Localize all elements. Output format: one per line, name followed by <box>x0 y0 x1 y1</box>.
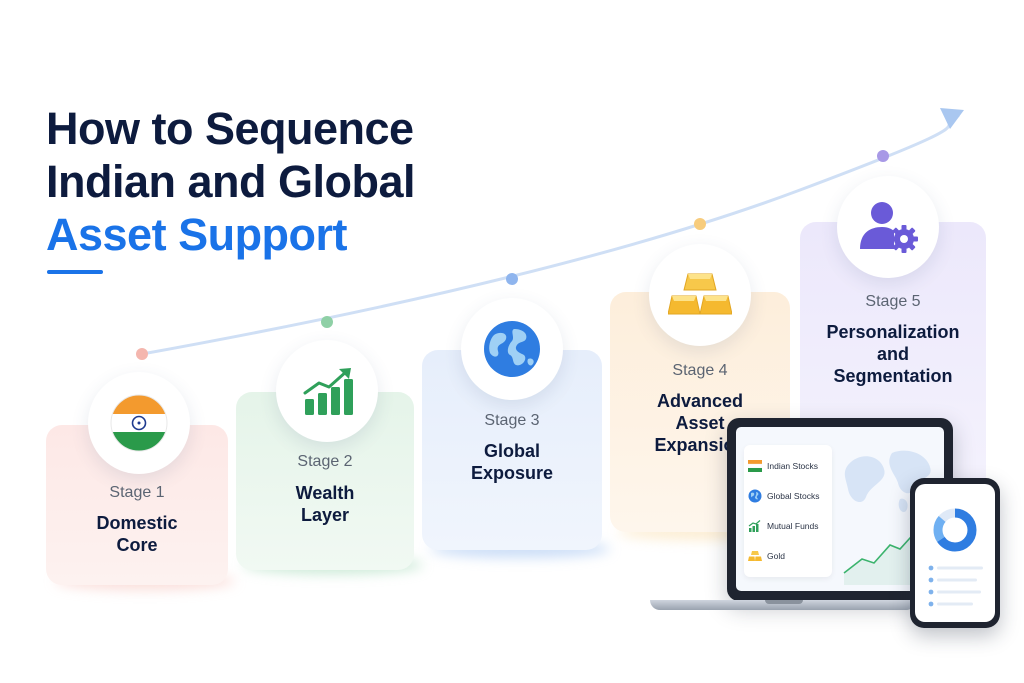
stage-5-icon-circle <box>837 176 939 278</box>
stage-1-dot <box>136 348 148 360</box>
stage-5-dot <box>877 150 889 162</box>
arrow-head-icon <box>940 108 964 129</box>
stage-1-icon-circle <box>88 372 190 474</box>
title-line-1: How to Sequence <box>46 103 414 154</box>
asset-item-gold: Gold <box>748 541 828 571</box>
title-line-3: Asset Support <box>46 209 348 260</box>
stage-3-dot <box>506 273 518 285</box>
gold-bars-icon <box>748 551 762 561</box>
stage-4-dot <box>694 218 706 230</box>
asset-item-mutual-funds: Mutual Funds <box>748 511 828 541</box>
laptop-display: Indian Stocks Global Stocks <box>736 427 944 591</box>
title-underline <box>47 270 103 274</box>
stage-5-label: Stage 5 <box>865 293 921 310</box>
stage-4-icon-circle <box>649 244 751 346</box>
phone-list-rows <box>928 565 983 607</box>
india-flag-icon <box>748 460 762 472</box>
globe-icon <box>748 489 762 503</box>
asset-list: Indian Stocks Global Stocks <box>744 445 832 577</box>
growth-chart-icon <box>303 368 353 415</box>
phone <box>910 478 1000 628</box>
stage-4-title: Advanced Asset Expansion <box>654 391 746 455</box>
phone-dashboard <box>928 508 983 607</box>
stage-5-title: Personalization and Segmentation <box>826 322 960 386</box>
phone-display <box>915 484 995 622</box>
laptop-base <box>650 600 916 610</box>
stage-2-icon-circle <box>276 340 378 442</box>
stage-2-label: Stage 2 <box>297 453 353 470</box>
stage-1-label: Stage 1 <box>109 484 165 501</box>
stage-3-title: Global Exposure <box>470 441 554 483</box>
asset-label: Mutual Funds <box>767 521 819 531</box>
stage-1-title: Domestic Core <box>96 513 178 555</box>
page-title: How to Sequence Indian and Global Asset … <box>46 102 416 261</box>
curve-line <box>140 114 960 356</box>
stage-2-title: Wealth Layer <box>295 483 355 525</box>
gold-bars-icon <box>668 273 732 315</box>
title-line-2: Indian and Global <box>46 156 416 207</box>
india-flag-icon <box>110 394 168 452</box>
asset-label: Global Stocks <box>767 491 820 501</box>
globe-icon <box>484 321 540 377</box>
laptop-notch <box>765 600 803 604</box>
laptop-screen: Indian Stocks Global Stocks <box>727 418 953 601</box>
user-settings-icon <box>860 202 918 253</box>
asset-label: Gold <box>767 551 785 561</box>
growth-chart-icon <box>748 520 761 532</box>
asset-item-indian-stocks: Indian Stocks <box>748 451 828 481</box>
stage-4-label: Stage 4 <box>672 362 728 379</box>
stage-3-label: Stage 3 <box>484 412 540 429</box>
asset-item-global-stocks: Global Stocks <box>748 481 828 511</box>
stage-2-dot <box>321 316 333 328</box>
asset-label: Indian Stocks <box>767 461 819 471</box>
stage-3-icon-circle <box>461 298 563 400</box>
